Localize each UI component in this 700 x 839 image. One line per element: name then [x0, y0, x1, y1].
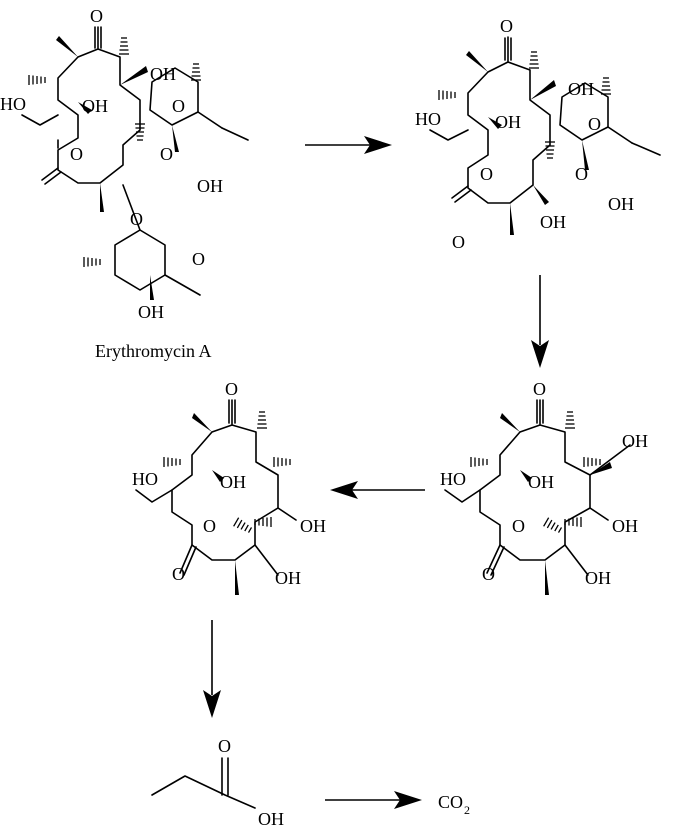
propanoic-acid-structure: [151, 757, 256, 809]
hydroxyl-3e: OH: [585, 568, 611, 588]
hydroxyl-1e: OH: [138, 302, 164, 322]
hydroxyl-1b: HO: [0, 94, 26, 114]
ring-oxygen-2b: O: [588, 114, 601, 134]
ring-oxygen-1a: O: [70, 144, 83, 164]
hydroxyl-1d: OH: [197, 176, 223, 196]
co2-text: CO: [438, 792, 463, 812]
ketone-oxygen-3: O: [533, 379, 546, 399]
hydroxyl-3d: OH: [612, 516, 638, 536]
hydroxyl-2d: OH: [540, 212, 566, 232]
ketone-oxygen-4: O: [225, 379, 238, 399]
hydroxyl-1c: OH: [82, 96, 108, 116]
hydroxyl-4c: OH: [300, 516, 326, 536]
ring-oxygen-2c: O: [575, 164, 588, 184]
ketone-oxygen-2: O: [500, 16, 513, 36]
intermediate-1-labels: O OH HO OH O O O O OH OH: [415, 16, 634, 252]
hydroxyl-3b: HO: [440, 469, 466, 489]
intermediate-3-labels: O HO OH O OH O OH: [132, 379, 326, 588]
arrow-4-to-5: [203, 620, 221, 718]
ring-oxygen-1c: O: [160, 144, 173, 164]
methoxy-oxygen-1: O: [192, 249, 205, 269]
intermediate-2-structure: [444, 399, 631, 595]
erythromycin-a-labels: O OH HO OH O O O OH O O OH Erythromycin …: [0, 6, 223, 361]
ring-oxygen-1b: O: [172, 96, 185, 116]
carbon-dioxide-label: CO 2: [438, 792, 470, 817]
compound-caption: Erythromycin A: [95, 341, 211, 361]
hydroxyl-2c: OH: [495, 112, 521, 132]
lactone-carbonyl-3: O: [482, 564, 495, 584]
co2-subscript: 2: [464, 803, 470, 817]
ketone-oxygen-1: O: [90, 6, 103, 26]
hydroxyl-1a: OH: [150, 64, 176, 84]
intermediate-2-labels: O OH HO OH O OH O OH: [440, 379, 648, 588]
erythromycin-a-structure: [21, 26, 249, 300]
ring-oxygen-2d: O: [452, 232, 465, 252]
ring-oxygen-4: O: [203, 516, 216, 536]
intermediate-3-structure: [135, 399, 297, 595]
hydroxyl-4d: OH: [275, 568, 301, 588]
hydroxyl-4a: HO: [132, 469, 158, 489]
lactone-carbonyl-4: O: [172, 564, 185, 584]
ring-oxygen-3: O: [512, 516, 525, 536]
hydroxyl-2a: OH: [568, 79, 594, 99]
ring-oxygen-2a: O: [480, 164, 493, 184]
arrow-3-to-4: [330, 481, 425, 499]
hydroxyl-3c: OH: [528, 472, 554, 492]
ring-oxygen-1d: O: [130, 209, 143, 229]
hydroxyl-4b: OH: [220, 472, 246, 492]
hydroxyl-2e: OH: [608, 194, 634, 214]
hydroxyl-3a: OH: [622, 431, 648, 451]
arrow-5-to-co2: [325, 791, 422, 809]
propanoic-acid-labels: O OH: [218, 736, 284, 829]
arrow-2-to-3: [531, 275, 549, 368]
hydroxyl-2b: HO: [415, 109, 441, 129]
intermediate-1-structure: [429, 36, 661, 235]
arrow-1-to-2: [305, 136, 392, 154]
acid-hydroxyl: OH: [258, 809, 284, 829]
acid-carbonyl-oxygen: O: [218, 736, 231, 756]
